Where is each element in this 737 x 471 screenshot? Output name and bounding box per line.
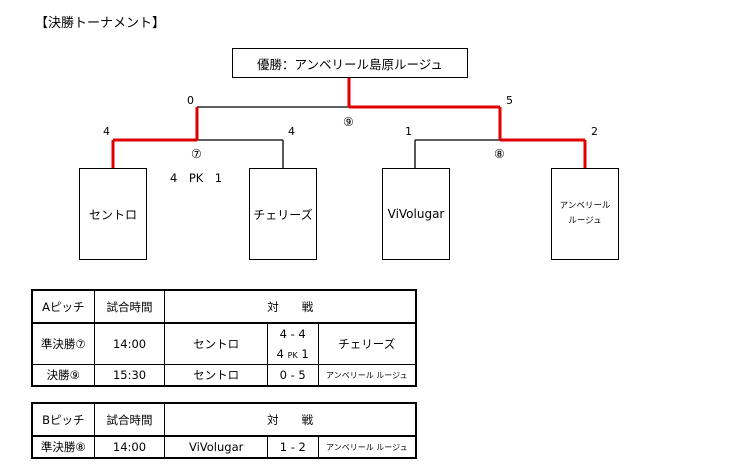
- team-box-centro: セントロ: [79, 168, 147, 260]
- team-name-line2: ルージュ: [568, 216, 602, 226]
- away-team-cell: チェリーズ: [317, 322, 417, 365]
- round-cell: 準決勝⑧: [32, 435, 95, 458]
- final-match-number: ⑨: [343, 115, 354, 129]
- match-header: 対 戦: [164, 403, 416, 437]
- sf2-left-score: 1: [405, 125, 412, 138]
- sf1-right-score: 4: [288, 125, 295, 138]
- team-name-line1: アンベリール: [559, 201, 611, 211]
- page-title: 【決勝トーナメント】: [35, 16, 166, 31]
- match-header: 対 戦: [164, 290, 416, 324]
- bracket-lines: [111, 78, 587, 168]
- time-cell: 14:00: [93, 435, 166, 458]
- table-row: 4 PK 1: [33, 344, 416, 365]
- score-cell: 1 - 2: [266, 435, 319, 458]
- away-team-cell: アンベリール ルージュ: [317, 435, 417, 458]
- bracket-black-lines: [197, 106, 500, 168]
- pitch-label: Aピッチ: [32, 290, 95, 324]
- time-cell: 14:00: [93, 322, 166, 365]
- schedule-table-b: Bピッチ 試合時間 対 戦 準決勝⑧ 14:00 ViVolugar 1 - 2…: [31, 402, 417, 459]
- table-row: 準決勝⑧ 14:00 ViVolugar 1 - 2 アンベリール ルージュ: [32, 435, 417, 458]
- team-box-amberil-rouge: アンベリール ルージュ: [551, 168, 619, 260]
- score-cell: 4 - 4: [266, 322, 319, 344]
- pk-score-left: 4: [276, 347, 284, 361]
- pk-label: PK: [287, 351, 298, 360]
- home-team-cell: ViVolugar: [164, 435, 268, 458]
- schedule-table-a: Aピッチ 試合時間 対 戦 準決勝⑦ 14:00 セントロ 4 - 4 チェリー…: [31, 289, 417, 387]
- time-header: 試合時間: [93, 403, 166, 437]
- sf1-pk-score: 4 PK 1: [170, 171, 223, 185]
- sf2-right-score: 2: [591, 125, 598, 138]
- champion-box: 優勝：アンベリール島原ルージュ: [232, 48, 468, 78]
- table-row: 準決勝⑦ 14:00 セントロ 4 - 4 チェリーズ: [32, 322, 417, 365]
- team-box-cherries: チェリーズ: [249, 168, 317, 260]
- round-cell: 決勝⑨: [32, 364, 95, 386]
- time-cell: 15:30: [93, 364, 166, 386]
- bracket-winner-lines: [111, 78, 587, 168]
- round-cell: 準決勝⑦: [32, 322, 95, 365]
- pk-score-right: 1: [301, 347, 309, 361]
- table-row: 決勝⑨ 15:30 セントロ 0 - 5 アンベリール ルージュ: [32, 364, 417, 386]
- pk-score-cell: 4 PK 1: [266, 344, 319, 365]
- away-team-cell: アンベリール ルージュ: [317, 364, 417, 386]
- sf1-left-score: 4: [103, 125, 110, 138]
- home-team-cell: セントロ: [164, 364, 268, 386]
- score-cell: 0 - 5: [266, 364, 319, 386]
- final-right-score: 5: [506, 94, 513, 107]
- home-team-cell: セントロ: [164, 322, 268, 365]
- sf2-match-number: ⑧: [494, 147, 505, 161]
- sf1-match-number: ⑦: [191, 147, 202, 161]
- team-box-vivolugar: ViVolugar: [382, 168, 450, 260]
- time-header: 試合時間: [93, 290, 166, 324]
- final-left-score: 0: [187, 94, 194, 107]
- pitch-label: Bピッチ: [32, 403, 95, 437]
